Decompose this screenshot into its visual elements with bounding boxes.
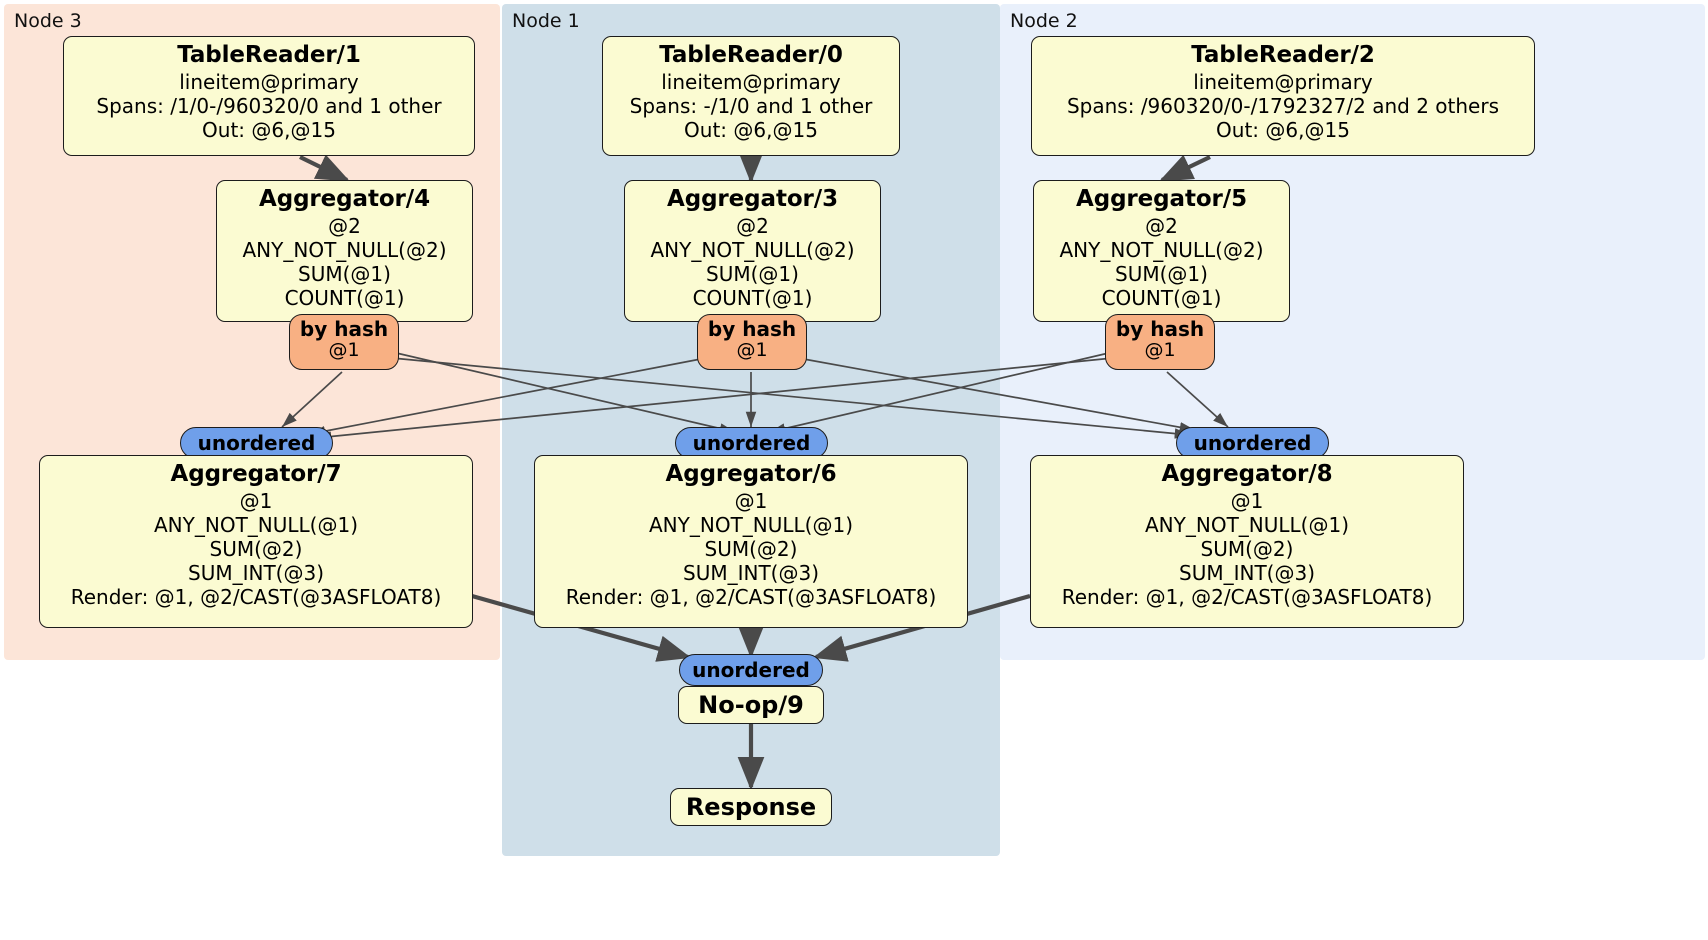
router-column: @1 <box>736 339 768 362</box>
processor-group-cols: @2 <box>328 213 361 238</box>
processor-index: lineitem@primary <box>661 69 841 94</box>
processor-spans: Spans: /960320/0-/1792327/2 and 2 others <box>1066 93 1499 118</box>
processor-tablereader-0[interactable]: TableReader/0 lineitem@primary Spans: -/… <box>602 36 900 156</box>
processor-aggregator-8[interactable]: Aggregator/8 @1 ANY_NOT_NULL(@1) SUM(@2)… <box>1030 455 1464 628</box>
processor-title: TableReader/0 <box>659 42 843 68</box>
processor-agg-1: ANY_NOT_NULL(@2) <box>650 237 855 262</box>
processor-out: Out: @6,@15 <box>202 117 336 142</box>
processor-group-cols: @2 <box>1145 213 1178 238</box>
processor-tablereader-1[interactable]: TableReader/1 lineitem@primary Spans: /1… <box>63 36 475 156</box>
synchronizer-label: unordered <box>197 430 316 455</box>
processor-group-cols: @1 <box>239 488 273 513</box>
processor-spans: Spans: -/1/0 and 1 other <box>629 93 873 118</box>
processor-agg-1: ANY_NOT_NULL(@2) <box>242 237 447 262</box>
router-by-hash-aggregator-4[interactable]: by hash @1 <box>289 314 399 370</box>
processor-no-op-9[interactable]: No-op/9 <box>678 686 824 724</box>
processor-agg-1: ANY_NOT_NULL(@1) <box>1145 512 1349 537</box>
processor-agg-2: SUM(@1) <box>298 261 391 286</box>
processor-agg-2: SUM(@1) <box>706 261 799 286</box>
router-title: by hash <box>707 317 797 341</box>
router-title: by hash <box>1115 317 1205 341</box>
processor-title: Aggregator/3 <box>667 186 838 212</box>
processor-agg-3: COUNT(@1) <box>1101 285 1222 310</box>
processor-index: lineitem@primary <box>179 69 359 94</box>
synchronizer-label: unordered <box>692 657 810 682</box>
processor-agg-3: SUM_INT(@3) <box>1179 560 1315 585</box>
processor-agg-1: ANY_NOT_NULL(@1) <box>649 512 853 537</box>
processor-agg-3: SUM_INT(@3) <box>683 560 819 585</box>
processor-title: Aggregator/5 <box>1076 186 1247 212</box>
processor-aggregator-7[interactable]: Aggregator/7 @1 ANY_NOT_NULL(@1) SUM(@2)… <box>39 455 473 628</box>
processor-aggregator-3[interactable]: Aggregator/3 @2 ANY_NOT_NULL(@2) SUM(@1)… <box>624 180 881 322</box>
processor-agg-3: COUNT(@1) <box>692 285 813 310</box>
processor-agg-2: SUM(@1) <box>1115 261 1208 286</box>
processor-aggregator-6[interactable]: Aggregator/6 @1 ANY_NOT_NULL(@1) SUM(@2)… <box>534 455 968 628</box>
processor-title: Aggregator/6 <box>665 461 837 487</box>
processor-index: lineitem@primary <box>1193 69 1373 94</box>
processor-render: Render: @1, @2/CAST(@3ASFLOAT8) <box>70 584 442 609</box>
processor-render: Render: @1, @2/CAST(@3ASFLOAT8) <box>1061 584 1433 609</box>
processor-title: No-op/9 <box>698 691 804 719</box>
processor-agg-1: ANY_NOT_NULL(@1) <box>154 512 358 537</box>
processor-title: TableReader/1 <box>177 42 361 68</box>
processor-agg-3: SUM_INT(@3) <box>188 560 324 585</box>
processor-agg-2: SUM(@2) <box>704 536 798 561</box>
router-by-hash-aggregator-5[interactable]: by hash @1 <box>1105 314 1215 370</box>
processor-aggregator-5[interactable]: Aggregator/5 @2 ANY_NOT_NULL(@2) SUM(@1)… <box>1033 180 1290 322</box>
router-column: @1 <box>1144 339 1176 362</box>
processor-title: Response <box>685 793 817 821</box>
processor-group-cols: @1 <box>1230 488 1264 513</box>
synchronizer-label: unordered <box>1193 430 1312 455</box>
synchronizer-unordered-aggregator-7[interactable]: unordered <box>180 427 333 459</box>
processor-response[interactable]: Response <box>670 788 832 826</box>
processor-title: TableReader/2 <box>1191 42 1375 68</box>
processor-aggregator-4[interactable]: Aggregator/4 @2 ANY_NOT_NULL(@2) SUM(@1)… <box>216 180 473 322</box>
processor-group-cols: @2 <box>736 213 769 238</box>
synchronizer-unordered-aggregator-6[interactable]: unordered <box>675 427 828 459</box>
processor-tablereader-2[interactable]: TableReader/2 lineitem@primary Spans: /9… <box>1031 36 1535 156</box>
node-label-node-1: Node 1 <box>512 10 580 32</box>
processor-spans: Spans: /1/0-/960320/0 and 1 other <box>96 93 442 118</box>
router-column: @1 <box>328 339 360 362</box>
processor-agg-2: SUM(@2) <box>1200 536 1294 561</box>
synchronizer-unordered-aggregator-8[interactable]: unordered <box>1176 427 1329 459</box>
processor-group-cols: @1 <box>734 488 768 513</box>
processor-out: Out: @6,@15 <box>684 117 818 142</box>
router-title: by hash <box>299 317 389 341</box>
processor-title: Aggregator/4 <box>259 186 430 212</box>
node-label-node-2: Node 2 <box>1010 10 1078 32</box>
processor-title: Aggregator/8 <box>1161 461 1333 487</box>
synchronizer-unordered-final[interactable]: unordered <box>679 654 823 686</box>
processor-title: Aggregator/7 <box>170 461 342 487</box>
processor-agg-2: SUM(@2) <box>209 536 303 561</box>
node-label-node-3: Node 3 <box>14 10 82 32</box>
router-by-hash-aggregator-3[interactable]: by hash @1 <box>697 314 807 370</box>
processor-agg-1: ANY_NOT_NULL(@2) <box>1059 237 1264 262</box>
processor-agg-3: COUNT(@1) <box>284 285 405 310</box>
processor-render: Render: @1, @2/CAST(@3ASFLOAT8) <box>565 584 937 609</box>
synchronizer-label: unordered <box>692 430 811 455</box>
processor-out: Out: @6,@15 <box>1216 117 1350 142</box>
